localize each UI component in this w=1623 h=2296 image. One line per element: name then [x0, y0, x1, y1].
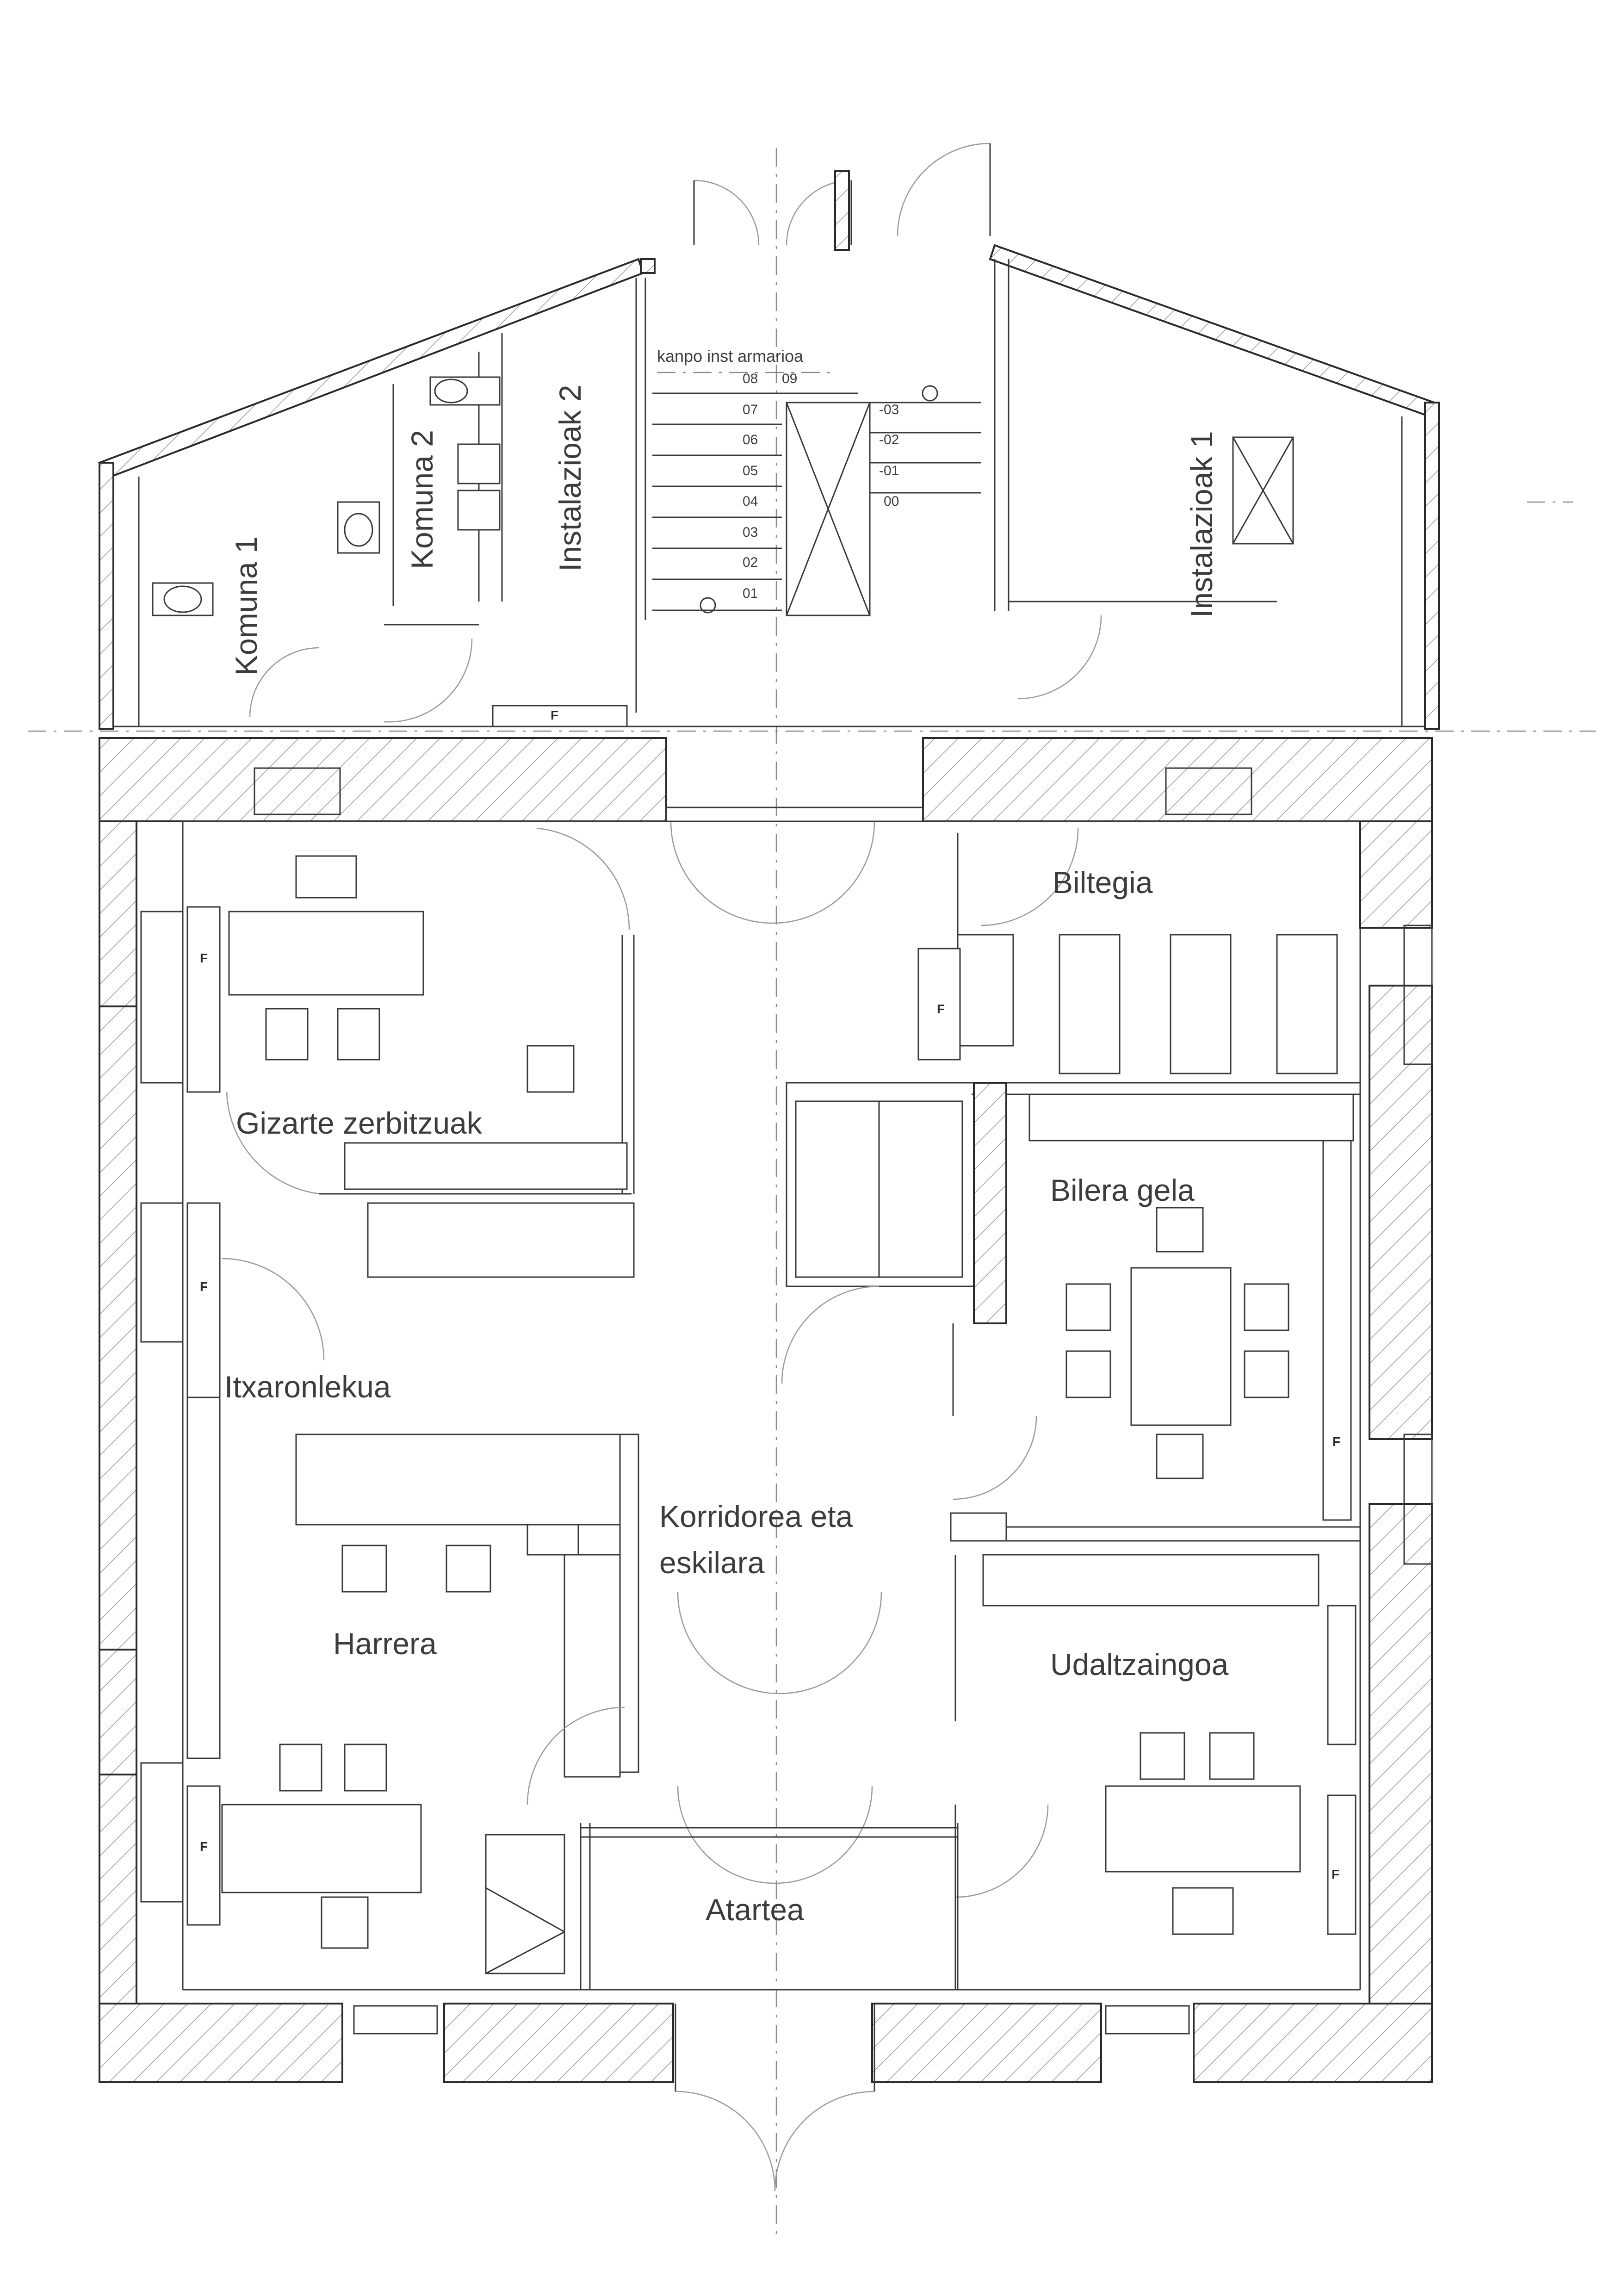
staircase — [652, 372, 1277, 616]
main-walls — [99, 737, 1433, 2083]
stair-step-05: 05 — [743, 463, 758, 478]
label-instalazioak-2: Instalazioak 2 — [553, 385, 587, 571]
label-bilera-gela: Bilera gela — [1050, 1173, 1195, 1207]
fire-marker: F — [200, 1279, 208, 1294]
guide-lines — [28, 148, 1596, 2235]
gizarte-office — [226, 827, 635, 1278]
fire-marker: F — [551, 708, 558, 722]
stair-step-01: 01 — [743, 586, 758, 601]
room-labels: kanpo inst armarioa Komuna 1 Komuna 2 In… — [224, 347, 1229, 1927]
stair-step-06: 06 — [743, 432, 758, 447]
corridor-doors — [665, 807, 924, 2191]
stair-numbers: 01 02 03 04 05 06 07 08 09 00 -01 -02 -0… — [743, 371, 899, 601]
stair-step-07: 07 — [743, 402, 758, 417]
stair-step-m03: -03 — [879, 402, 899, 417]
annex-entrance-doors — [693, 143, 991, 251]
label-biltegia: Biltegia — [1053, 865, 1153, 900]
label-kanpo-inst-armarioa: kanpo inst armarioa — [657, 347, 804, 366]
label-instalazioak-1: Instalazioak 1 — [1184, 431, 1219, 618]
stair-step-03: 03 — [743, 525, 758, 540]
fire-marker: F — [937, 1002, 945, 1016]
harrera-area — [221, 1258, 639, 1974]
label-udaltzaingoa: Udaltzaingoa — [1050, 1647, 1229, 1682]
fire-marker: F — [1332, 1867, 1339, 1881]
fire-marker: F — [200, 1839, 208, 1854]
stair-step-m01: -01 — [879, 463, 899, 478]
annex-walls — [98, 244, 1440, 730]
fire-marker: F — [1332, 1434, 1340, 1449]
fire-extinguisher-markers: F F F F F F F — [200, 708, 1340, 1881]
label-atartea: Atartea — [706, 1893, 804, 1927]
label-eskilara: eskilara — [659, 1545, 765, 1580]
udaltzaingoa-room — [954, 1554, 1319, 1990]
label-korridorea-eta: Korridorea eta — [659, 1499, 853, 1533]
lift-shaft — [786, 1082, 1007, 1324]
label-komuna-1: Komuna 1 — [229, 536, 263, 676]
atartea-vestibule — [580, 1823, 959, 1990]
stair-step-00: 00 — [884, 494, 899, 509]
label-itxaronlekua: Itxaronlekua — [224, 1370, 391, 1404]
fire-marker: F — [200, 951, 208, 965]
label-gizarte-zerbitzuak: Gizarte zerbitzuak — [236, 1106, 483, 1140]
stair-step-m02: -02 — [879, 432, 899, 447]
label-komuna-2: Komuna 2 — [405, 430, 439, 569]
bilera-room — [781, 1093, 1360, 1542]
stair-step-09: 09 — [782, 371, 797, 386]
stair-step-08: 08 — [743, 371, 758, 386]
label-harrera: Harrera — [333, 1626, 437, 1661]
stair-step-02: 02 — [743, 555, 758, 570]
stair-step-04: 04 — [743, 494, 758, 509]
annex-fixtures — [152, 376, 1294, 723]
